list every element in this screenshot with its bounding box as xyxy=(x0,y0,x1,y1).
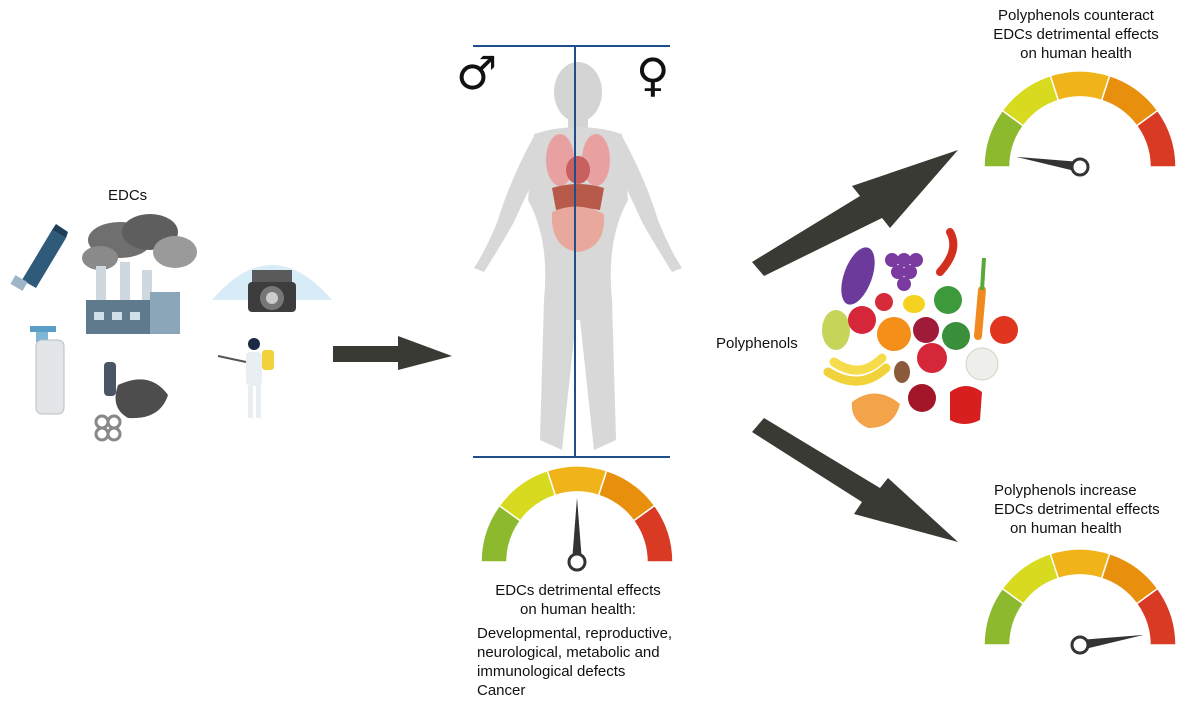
spray-bottle-icon xyxy=(30,326,65,415)
female-symbol: ♀ xyxy=(636,48,670,102)
human-body-icon xyxy=(474,62,682,450)
polyphenols-label: Polyphenols xyxy=(716,335,798,352)
male-symbol: ♂ xyxy=(456,46,498,100)
arrow-to-counteract xyxy=(752,150,958,276)
center-caption-line6: Cancer xyxy=(477,682,526,699)
gauge-needle xyxy=(1016,156,1081,172)
gauge-center xyxy=(480,465,674,572)
factory-icon xyxy=(82,214,197,334)
center-caption-line1: EDCs detrimental effects xyxy=(495,582,661,599)
gauge-segment xyxy=(1135,587,1177,646)
center-caption-line2: on human health: xyxy=(520,601,636,618)
center-caption-line3: Developmental, reproductive, xyxy=(477,625,673,642)
tractor-icon xyxy=(212,265,332,312)
bottom-right-caption-line3: on human health xyxy=(1010,520,1122,537)
top-right-caption-line1: Polyphenols counteract xyxy=(998,7,1154,24)
pesticide-sprayer-icon xyxy=(217,338,274,418)
gauge-segment xyxy=(1135,109,1177,168)
plastic-waste-icon xyxy=(94,362,168,442)
center-caption-line5: immunological defects xyxy=(477,663,626,680)
top-right-caption-line2: EDCs detrimental effects xyxy=(993,26,1159,43)
gauge-segment xyxy=(1049,548,1111,580)
gauge-needle xyxy=(572,497,582,562)
toothpaste-tube-icon xyxy=(10,224,68,291)
gauge-needle xyxy=(1079,634,1144,650)
gauge-bottom-right xyxy=(983,548,1177,655)
body-divider-line xyxy=(574,46,576,458)
top-right-caption-line3: on human health xyxy=(1020,45,1132,62)
flow-arrow-right xyxy=(333,336,452,370)
gauge-top-right xyxy=(983,70,1177,177)
gauge-hub xyxy=(1070,635,1090,655)
center-caption-line4: neurological, metabolic and xyxy=(477,644,660,661)
bottom-right-caption-line2: EDCs detrimental effects xyxy=(994,501,1160,518)
gauge-segment xyxy=(1049,70,1111,102)
gauge-segment xyxy=(546,465,608,497)
gauge-hub xyxy=(567,552,587,572)
edcs-label: EDCs xyxy=(108,187,148,204)
arrow-to-increase xyxy=(752,418,958,542)
body-frame xyxy=(473,45,670,458)
gauge-segment xyxy=(632,504,674,563)
fruits-vegetables-icon xyxy=(822,228,1018,428)
gauge-hub xyxy=(1070,157,1090,177)
bottom-right-caption-line1: Polyphenols increase xyxy=(994,482,1137,499)
